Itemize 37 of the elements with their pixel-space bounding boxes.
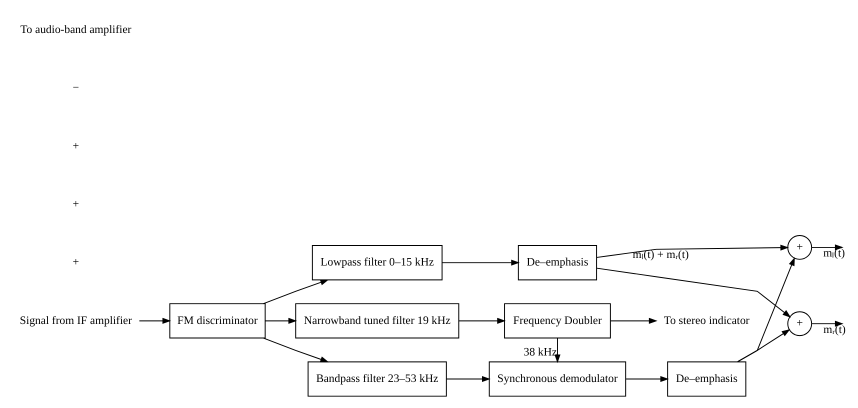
edge-label: mₗ(t) (823, 247, 845, 260)
label: + (72, 256, 80, 268)
arrow (262, 279, 329, 304)
edge-label: mₗ(t) + mᵣ(t) (632, 248, 689, 261)
label: + (72, 140, 80, 152)
node-circle: + (787, 310, 812, 336)
label: To audio-band amplifier (20, 23, 132, 36)
arrow (610, 317, 658, 324)
arrow (596, 267, 792, 318)
label: + (72, 198, 80, 210)
node-box: De–emphasis (518, 244, 598, 280)
arrow (138, 317, 172, 324)
node-text: To stereo indicator (664, 314, 750, 326)
arrow (812, 244, 844, 250)
arrow (446, 376, 491, 382)
node-circle: + (787, 234, 812, 260)
arrow (737, 328, 790, 362)
arrow (596, 244, 789, 258)
arrow (262, 337, 329, 362)
arrow (626, 376, 669, 382)
node-box: Frequency Doubler (504, 302, 611, 338)
arrow (554, 337, 560, 363)
node-box: Narrowband tuned filter 19 kHz (295, 302, 460, 338)
node-box: FM discriminator (169, 302, 266, 338)
arrow (442, 259, 520, 266)
edge-label: mᵣ(t) (823, 323, 846, 336)
arrow (737, 256, 795, 362)
node-box: Synchronous demodulator (488, 360, 626, 396)
node-box: De–emphasis (667, 360, 746, 396)
label: − (72, 82, 80, 94)
node-box: Bandpass filter 23–53 kHz (308, 360, 447, 396)
node-text: Signal from IF amplifier (20, 314, 132, 326)
arrow (264, 317, 297, 324)
arrow (458, 317, 506, 324)
edge-label: 38 kHz (524, 346, 557, 358)
node-box: Lowpass filter 0–15 kHz (312, 244, 443, 280)
arrow (812, 320, 844, 326)
